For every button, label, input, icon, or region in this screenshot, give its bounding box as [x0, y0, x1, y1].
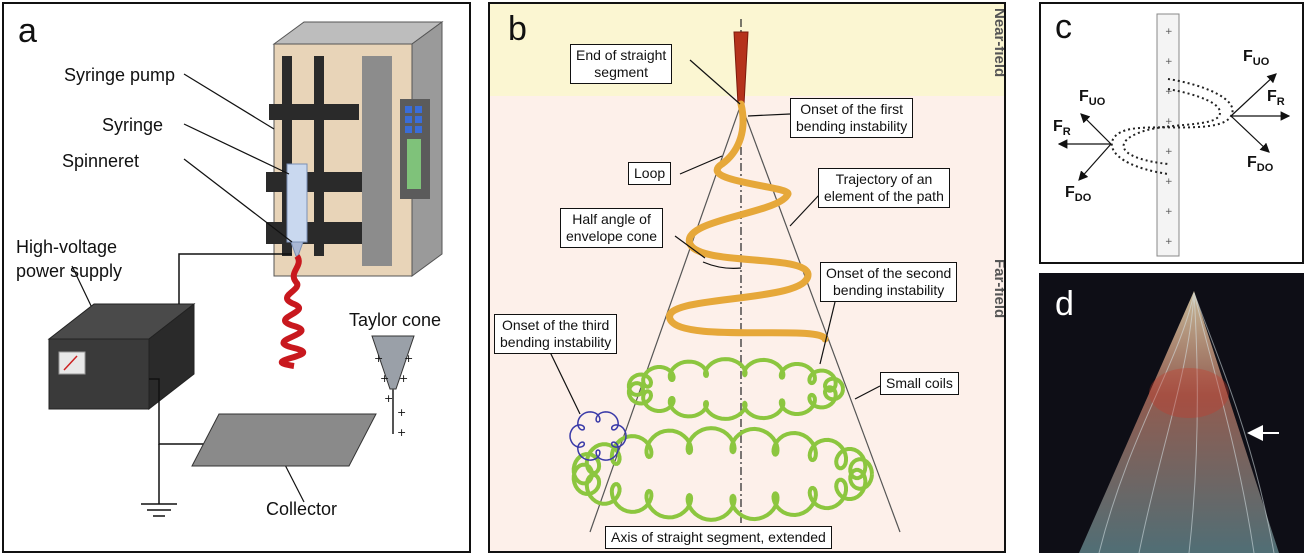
envelope-left	[589, 103, 742, 533]
svg-text:+: +	[1165, 177, 1173, 187]
svg-text:+: +	[1165, 147, 1173, 157]
panel-d-label: d	[1055, 285, 1074, 323]
jet-column	[1156, 13, 1180, 257]
loop-box: Loop	[628, 162, 672, 185]
f-do-left-label: FDO	[1065, 184, 1092, 205]
force-diagram: + + + + + + + +	[1057, 13, 1291, 257]
panel-a: + + + + + + + a Syringe pump Syringe Spi…	[2, 2, 471, 553]
f-uo-left-label: FUO	[1079, 88, 1106, 109]
jet-whipping	[278, 254, 307, 369]
force-do-left	[1078, 143, 1112, 181]
force-uo-right	[1230, 73, 1277, 117]
display-screen	[407, 139, 421, 189]
hv-label-line1: High-voltage	[16, 237, 118, 257]
third-bending-coils	[569, 411, 627, 461]
syringe-label: Syringe	[102, 115, 164, 135]
upper-bar	[269, 104, 359, 120]
svg-text:+: +	[397, 426, 406, 439]
syringe-pump-label: Syringe pump	[64, 65, 176, 85]
svg-text:+: +	[384, 392, 393, 405]
syringe-barrel	[286, 163, 308, 243]
bending-instability-diagram	[549, 19, 901, 533]
collector-plate	[191, 413, 377, 467]
panel-c: + + + + + + + + c FUO FR FDO FUO FR FDO	[1039, 2, 1304, 264]
middle-bar	[266, 172, 362, 192]
svg-text:+: +	[380, 372, 389, 385]
pump-panel	[362, 56, 392, 266]
small-coils-box: Small coils	[880, 372, 959, 395]
straight-segment	[733, 31, 749, 105]
voltmeter-icon	[58, 351, 86, 375]
far-field-label: Far-field	[991, 259, 1006, 319]
svg-text:+: +	[1165, 207, 1173, 217]
svg-text:+: +	[1165, 117, 1173, 127]
axis-box: Axis of straight segment, extended	[605, 526, 832, 549]
svg-text:+: +	[1165, 237, 1173, 247]
panel-b-label: b	[508, 10, 527, 48]
panel-a-label: a	[18, 12, 37, 50]
electrospinning-setup-illustration: + + + + + + +	[47, 21, 444, 517]
envelope-right	[740, 103, 901, 533]
panel-c-label: c	[1055, 8, 1072, 46]
svg-text:+: +	[374, 352, 383, 365]
near-field-label: Near-field	[991, 8, 1006, 78]
taylor-cone-icon	[371, 335, 415, 390]
svg-text:+: +	[1165, 27, 1173, 37]
f-r-left-label: FR	[1053, 118, 1071, 139]
svg-text:+: +	[397, 406, 406, 419]
first-bending-spiral	[666, 100, 829, 343]
svg-text:+: +	[1165, 87, 1173, 97]
force-do-right	[1230, 115, 1270, 153]
svg-text:+: +	[399, 372, 408, 385]
panel-d: d	[1039, 273, 1304, 553]
taylor-cone-label: Taylor cone	[349, 310, 442, 330]
hv-label-line2: power supply	[16, 261, 123, 281]
jet-envelope	[1079, 291, 1279, 553]
second-bending-coils	[626, 357, 845, 421]
small-coils-outer	[571, 426, 874, 522]
force-uo-left	[1080, 113, 1112, 145]
f-do-right-label: FDO	[1247, 154, 1274, 175]
bending-loop-inner	[1122, 88, 1221, 165]
svg-text:+: +	[404, 352, 413, 365]
spinneret-label: Spinneret	[62, 151, 140, 171]
f-uo-right-label: FUO	[1243, 48, 1270, 69]
collector-label: Collector	[266, 499, 338, 519]
f-r-right-label: FR	[1267, 88, 1285, 109]
svg-text:+: +	[1165, 57, 1173, 67]
jet-photograph	[1079, 291, 1279, 553]
